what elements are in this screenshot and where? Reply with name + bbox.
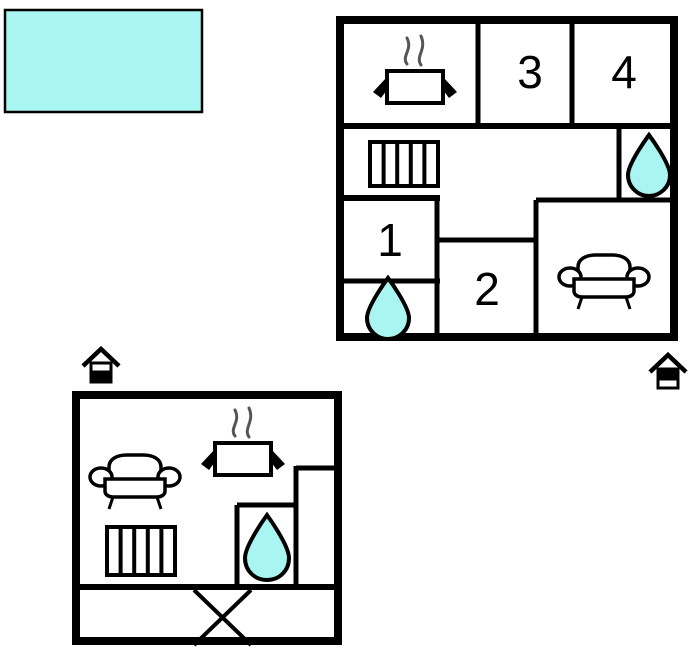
room-number-4: 4 [611,46,637,98]
entrance-house-icon-right [648,351,688,390]
radiator-icon [368,140,440,188]
water-drop-icon [242,511,292,583]
lower-floor-outer-wall [72,391,342,645]
cooking-pot-icon [201,406,285,477]
radiator-icon [105,525,177,577]
upper-floor-plan: 3 4 1 2 [336,16,678,342]
cooking-pot-icon [373,34,457,105]
upper-floor-outer-wall [336,16,678,341]
sofa-icon [88,453,182,510]
legend-color-swatch [3,8,204,114]
room-number-1: 1 [377,214,403,266]
room-number-2: 2 [474,263,500,315]
water-drop-icon [625,131,673,199]
crossed-area-icon [192,588,253,647]
room-number-3: 3 [517,46,543,98]
water-drop-icon [364,274,412,342]
entrance-house-icon-left [81,345,121,384]
lower-floor-plan [72,391,342,647]
sofa-icon [557,253,651,310]
